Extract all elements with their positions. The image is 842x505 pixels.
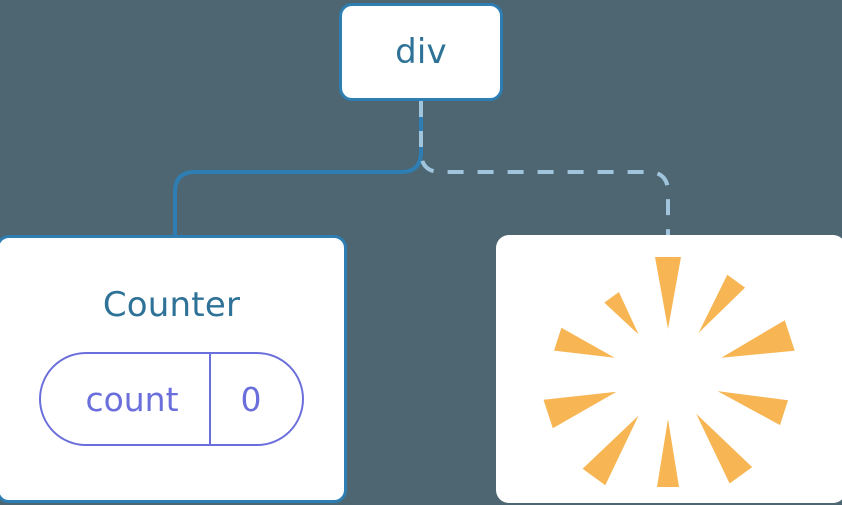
burst-ray-4 [696, 413, 753, 484]
burst-ray-9 [604, 292, 639, 335]
node-highlight[interactable] [496, 235, 842, 503]
burst-ray-6 [582, 415, 639, 486]
sparkle-burst-icon [543, 257, 795, 487]
burst-ray-5 [657, 419, 679, 487]
state-value-label: 0 [240, 379, 262, 419]
node-div[interactable]: div [339, 3, 503, 101]
burst-ray-7 [543, 391, 617, 429]
edge-div-to-highlight [419, 101, 670, 238]
state-key-label: count [85, 379, 179, 419]
burst-ray-2 [721, 320, 795, 358]
burst-ray-8 [554, 327, 615, 358]
state-pill-count[interactable]: count 0 [39, 352, 304, 446]
burst-ray-0 [655, 257, 681, 329]
state-pill-divider [208, 354, 211, 444]
burst-ray-1 [698, 274, 746, 333]
node-counter-title: Counter [102, 285, 241, 325]
burst-ray-3 [717, 391, 788, 426]
edge-div-to-counter [173, 101, 423, 238]
node-div-label: div [395, 32, 447, 72]
node-counter[interactable]: Counter count 0 [0, 235, 347, 503]
